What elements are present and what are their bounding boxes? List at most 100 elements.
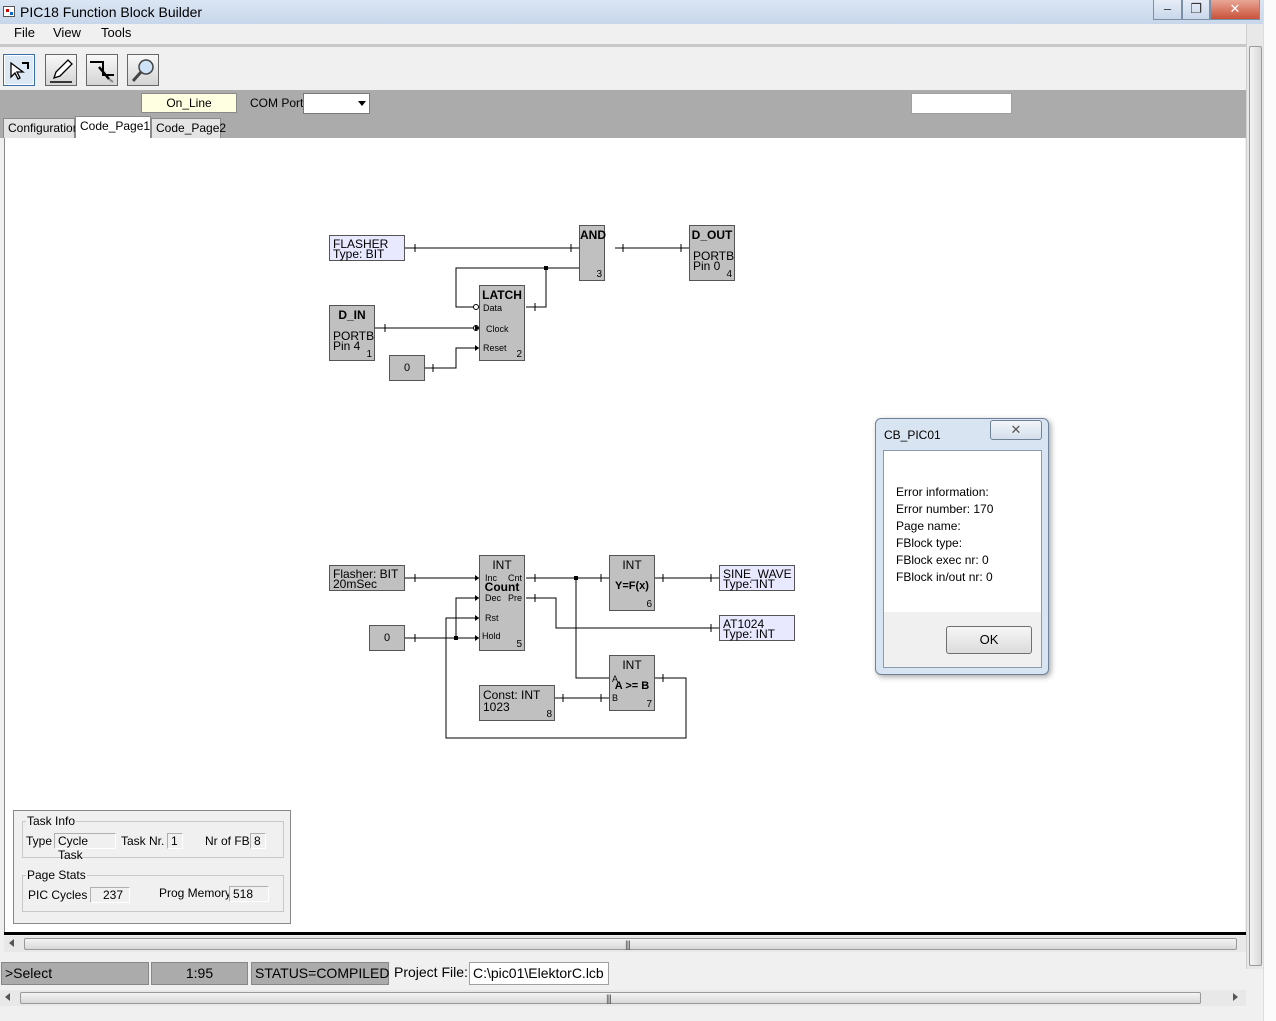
com-port-select[interactable] [303,93,370,114]
sine-wave-block[interactable]: SINE_WAVE Type: INT [719,565,795,591]
flasher-bit-block[interactable]: Flasher: BIT 20mSec [329,565,405,591]
connection-status-field[interactable] [911,93,1012,114]
minimize-button[interactable]: – [1153,0,1182,20]
task-info-panel: Task Info Type Cycle Task Task Nr. 1 Nr … [13,810,291,924]
tab-configuration[interactable]: Configuration [3,118,79,138]
pin-label: B [612,693,619,703]
pin-label: Reset [483,343,507,353]
block-type: Type: BIT [333,247,385,261]
block-title: D_OUT [691,228,733,242]
pencil-tool-button[interactable] [45,54,77,86]
wire[interactable] [445,617,687,739]
com-port-label: COM Port [250,96,304,110]
maximize-icon: ❐ [1190,1,1202,16]
scroll-thumb[interactable]: ||| [24,938,1237,951]
prog-memory-label: Prog Memory [159,886,232,900]
chevron-down-icon [358,101,366,106]
block-number: 4 [726,269,732,280]
maximize-button[interactable]: ❐ [1182,0,1210,20]
block-number: 2 [516,349,522,360]
scroll-thumb[interactable]: ||| [20,992,1201,1005]
const-zero-block[interactable]: 0 [389,355,425,381]
scroll-right-icon[interactable] [1233,993,1238,1001]
grip-icon: ||| [606,994,612,1005]
scroll-thumb[interactable] [1249,46,1262,966]
project-file-label: Project File: [394,964,468,980]
block-name: Const: INT [483,688,541,702]
menu-bar: File View Tools [0,24,1246,44]
d-out-block[interactable]: D_OUT PORTB Pin 0 4 [689,225,735,281]
block-title: INT [492,558,512,572]
menu-view[interactable]: View [53,25,81,40]
wire[interactable] [455,267,546,308]
task-info-group [22,821,284,858]
position-field: 1:95 [151,962,248,985]
block-pin: Pin 0 [693,259,721,273]
ok-button[interactable]: OK [946,626,1032,654]
task-nr-value: 1 [167,833,183,849]
block-title: AND [580,228,606,242]
block-title: D_IN [338,308,366,322]
block-name: SINE_WAVE [723,567,792,581]
and-block[interactable]: AND 3 [579,225,606,281]
tab-strip: Configuration Code_Page1 Code_Page2 [0,116,1246,138]
status-field: STATUS=COMPILED [251,962,389,985]
vertical-scrollbar[interactable] [1246,24,1263,969]
wire-tool-button[interactable] [86,54,118,86]
close-button[interactable]: ✕ [1210,0,1260,20]
prog-memory-value: 518 [229,886,269,902]
dialog-close-button[interactable]: ✕ [990,420,1042,440]
canvas-border [4,932,1246,935]
const-zero-block[interactable]: 0 [369,625,405,651]
title-bar: PIC18 Function Block Builder – ❐ ✕ [0,0,1276,24]
dialog-message: Error information: Error number: 170 Pag… [884,451,1041,612]
block-number: 1 [366,349,372,360]
window-horizontal-scrollbar[interactable]: ||| [0,990,1246,1006]
zoom-tool-button[interactable] [127,54,159,86]
message-line: Error number: 170 [896,502,994,516]
canvas-horizontal-scrollbar[interactable]: ||| [4,936,1246,952]
flasher-block[interactable]: FLASHER Type: BIT [329,235,405,261]
block-number: 7 [646,699,652,710]
menu-file[interactable]: File [14,25,35,40]
wire[interactable] [526,597,719,629]
pic-cycles-value: 237 [90,887,130,903]
tab-code-page1[interactable]: Code_Page1 [75,116,151,138]
pin-label: Inc [485,573,498,583]
wire-layer [375,244,719,739]
pin-label: A [612,674,619,684]
function-block[interactable]: INT Y=F(x) 6 [609,555,655,611]
message-line: Page name: [896,519,961,533]
message-line: FBlock exec nr: 0 [896,553,989,567]
wire[interactable] [526,267,579,308]
wire[interactable] [575,578,609,679]
error-dialog: CB_PIC01 ✕ Error information: Error numb… [875,418,1049,675]
compare-block[interactable]: INT A >= B A B 7 [609,655,655,711]
pin-label: Clock [486,324,509,334]
const-int-block[interactable]: Const: INT 1023 8 [479,685,555,721]
mode-field: >Select [1,962,149,985]
d-in-block[interactable]: D_IN PORTB Pin 4 1 [329,305,375,361]
block-function: Y=F(x) [615,580,649,592]
online-button[interactable]: On_Line [141,93,237,113]
dialog-body: Error information: Error number: 170 Pag… [883,450,1042,668]
pointer-tool-icon [10,61,29,80]
wire[interactable] [425,347,479,369]
latch-block[interactable]: LATCH Data Clock Reset 2 [479,285,525,361]
scroll-left-icon[interactable] [5,993,10,1001]
app-icon [3,6,15,17]
junction-dot [574,576,578,580]
block-name: Flasher: BIT [333,567,399,581]
menu-tools[interactable]: Tools [101,25,132,40]
junction-dot [544,266,548,270]
project-file-field[interactable]: C:\pic01\ElektorC.lcb [469,962,609,985]
wire[interactable] [455,597,479,638]
scroll-left-icon[interactable] [9,939,14,947]
counter-block[interactable]: INT Count Inc Dec Rst Hold Cnt Pre 5 [479,555,525,651]
block-function: A >= B [614,680,650,692]
pin-label: Hold [482,631,501,641]
at1024-block[interactable]: AT1024 Type: INT [719,615,795,641]
tab-code-page2[interactable]: Code_Page2 [151,118,226,138]
pointer-tool-button[interactable] [3,54,35,86]
close-icon: ✕ [1229,1,1241,16]
